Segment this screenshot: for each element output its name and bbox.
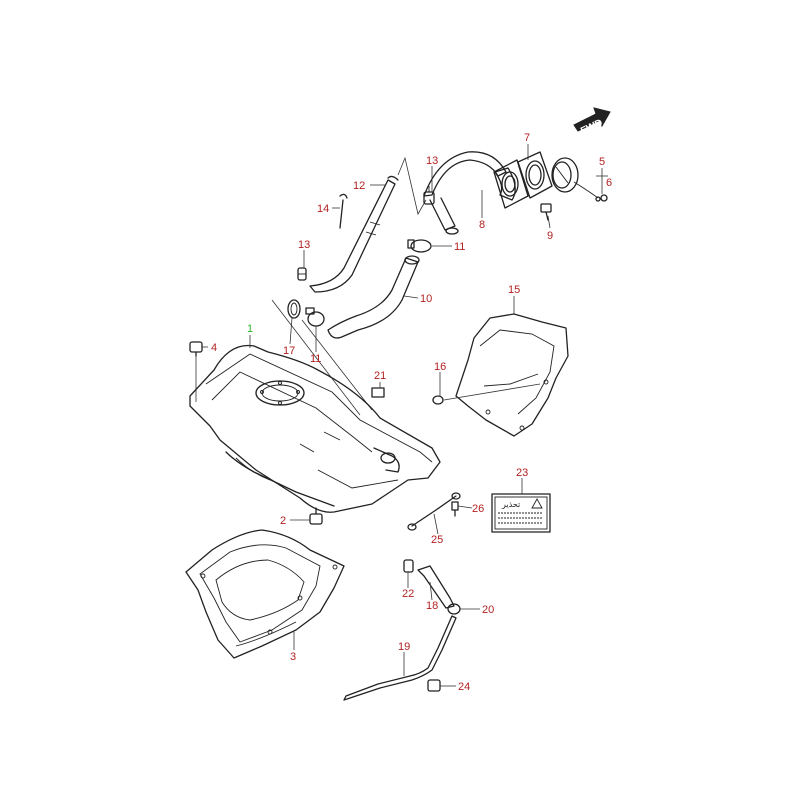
leader-17 bbox=[271, 299, 361, 416]
hose-clamp-11-lower bbox=[305, 307, 325, 327]
callout-21: 21 bbox=[374, 370, 386, 382]
callout-labels: 1 2 3 4 5 6 7 8 9 10 11 11 12 13 13 14 1… bbox=[211, 132, 612, 693]
warning-label-text: تحذير bbox=[501, 500, 520, 509]
callout-23: 23 bbox=[516, 467, 528, 479]
callout-22: 22 bbox=[402, 588, 414, 600]
hose-clamp-13-upper bbox=[423, 186, 435, 205]
cable-tie bbox=[339, 193, 348, 229]
breather-hose bbox=[417, 565, 455, 609]
callout-11-upper: 11 bbox=[454, 241, 465, 253]
fwd-arrow-icon: FWD bbox=[573, 107, 611, 137]
bolt-9 bbox=[540, 203, 552, 221]
callout-leaders bbox=[202, 144, 608, 687]
bolt-4 bbox=[189, 341, 203, 402]
tank-undercover bbox=[185, 529, 345, 659]
hose-clamp-13-lower bbox=[297, 267, 307, 281]
clip-22 bbox=[403, 559, 414, 573]
callout-26: 26 bbox=[472, 503, 484, 515]
screw-6 bbox=[595, 194, 608, 202]
callout-3: 3 bbox=[290, 651, 296, 663]
fuel-cap bbox=[551, 157, 599, 199]
inlet-housing bbox=[517, 151, 553, 199]
filler-flange bbox=[493, 159, 529, 209]
clip-24 bbox=[427, 679, 441, 692]
leader-11b bbox=[301, 319, 373, 411]
callout-16: 16 bbox=[434, 361, 446, 373]
heat-shield bbox=[455, 313, 569, 437]
breather-pipe bbox=[343, 615, 457, 701]
ground-cable bbox=[407, 492, 461, 531]
callout-24: 24 bbox=[458, 681, 470, 693]
hose-clamp-17 bbox=[287, 299, 301, 319]
bolt-26 bbox=[451, 501, 459, 517]
callout-8: 8 bbox=[479, 219, 485, 231]
callout-4: 4 bbox=[211, 342, 217, 354]
callout-7: 7 bbox=[524, 132, 530, 144]
callout-1: 1 bbox=[247, 323, 253, 335]
callout-19: 19 bbox=[398, 641, 410, 653]
callout-9: 9 bbox=[547, 230, 553, 242]
callout-20: 20 bbox=[482, 604, 494, 616]
hose-clamp-11-upper bbox=[407, 239, 432, 253]
fuel-tank bbox=[189, 344, 441, 513]
callout-13-lower: 13 bbox=[298, 239, 310, 251]
filler-hose bbox=[309, 175, 399, 293]
label-21 bbox=[371, 387, 385, 398]
callout-18: 18 bbox=[426, 600, 438, 612]
callout-5: 5 bbox=[599, 156, 605, 168]
break-line bbox=[397, 156, 427, 216]
bolt-2 bbox=[309, 507, 323, 525]
callout-11-lower: 11 bbox=[310, 353, 321, 365]
callout-17: 17 bbox=[283, 345, 295, 357]
callout-2: 2 bbox=[280, 515, 286, 527]
warning-label: تحذير bbox=[491, 493, 551, 533]
callout-25: 25 bbox=[431, 534, 443, 546]
callout-10: 10 bbox=[420, 293, 432, 305]
nut-16 bbox=[432, 383, 541, 405]
callout-12: 12 bbox=[353, 180, 365, 192]
callout-13-upper: 13 bbox=[426, 155, 438, 167]
callout-6: 6 bbox=[606, 177, 612, 189]
callout-14: 14 bbox=[317, 203, 329, 215]
callout-15: 15 bbox=[508, 284, 520, 296]
filler-hose-lower bbox=[327, 255, 420, 339]
